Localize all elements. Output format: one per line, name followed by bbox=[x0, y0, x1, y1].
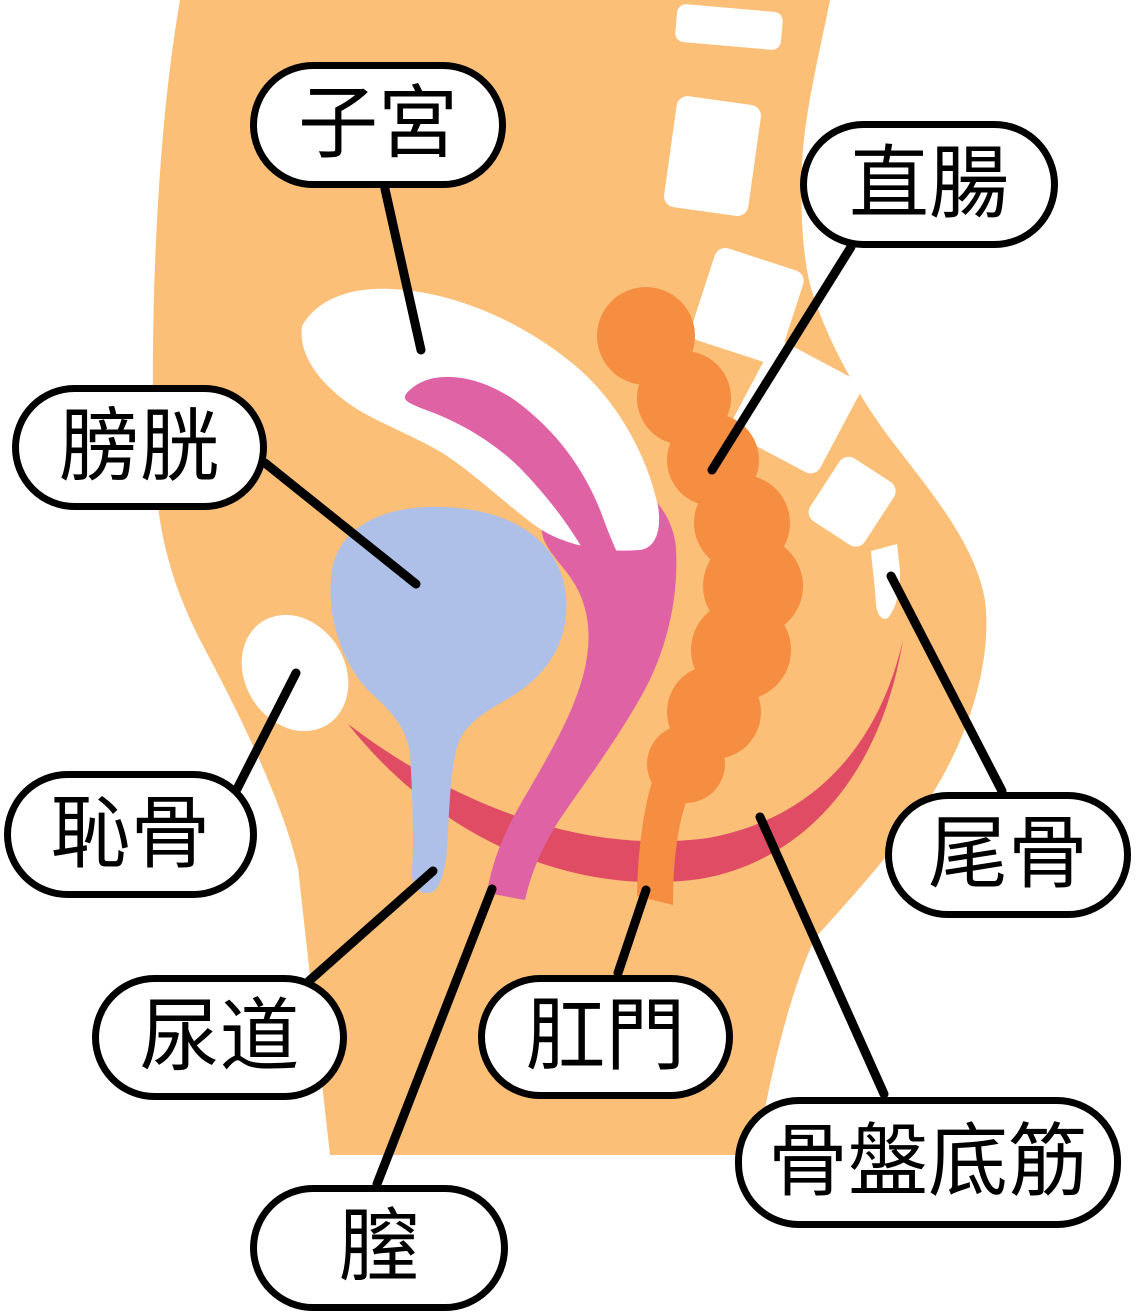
label-vagina: 膣 bbox=[250, 1185, 508, 1311]
label-uterus: 子宮 bbox=[250, 62, 506, 188]
rectum-shape bbox=[597, 287, 803, 905]
anal-canal bbox=[637, 782, 692, 905]
vertebra-4 bbox=[730, 341, 861, 474]
leader-line-bladder bbox=[260, 458, 421, 589]
label-rectum: 直腸 bbox=[800, 121, 1058, 248]
leader-line-pelvic-floor bbox=[755, 812, 889, 1099]
label-urethra: 尿道 bbox=[92, 975, 347, 1100]
leader-line-rectum bbox=[707, 242, 856, 475]
leader-line-pubic-bone bbox=[232, 668, 301, 794]
vertebra-2 bbox=[664, 96, 761, 217]
spine-vertebrae bbox=[664, 4, 901, 619]
leader-line-coccyx bbox=[886, 571, 1007, 796]
label-bladder: 膀胱 bbox=[12, 385, 267, 510]
vertebra-3 bbox=[690, 247, 804, 364]
label-pelvic-floor: 骨盤底筋 bbox=[735, 1097, 1121, 1228]
vagina-canal bbox=[487, 473, 677, 900]
leader-line-vagina bbox=[372, 884, 497, 1189]
label-pubic-bone: 恥骨 bbox=[4, 771, 257, 898]
coccyx-bone bbox=[871, 544, 901, 619]
label-coccyx: 尾骨 bbox=[885, 792, 1131, 918]
uterine-cavity bbox=[404, 376, 627, 576]
leader-line-uterus bbox=[380, 184, 426, 355]
bladder-shape bbox=[330, 506, 567, 894]
leader-line-anus bbox=[613, 885, 651, 978]
leader-line-urethra bbox=[304, 866, 438, 986]
vertebra-1 bbox=[675, 4, 783, 50]
label-anus: 肛門 bbox=[478, 975, 733, 1099]
rectum-segment bbox=[647, 725, 725, 803]
vertebra-5 bbox=[808, 456, 896, 547]
